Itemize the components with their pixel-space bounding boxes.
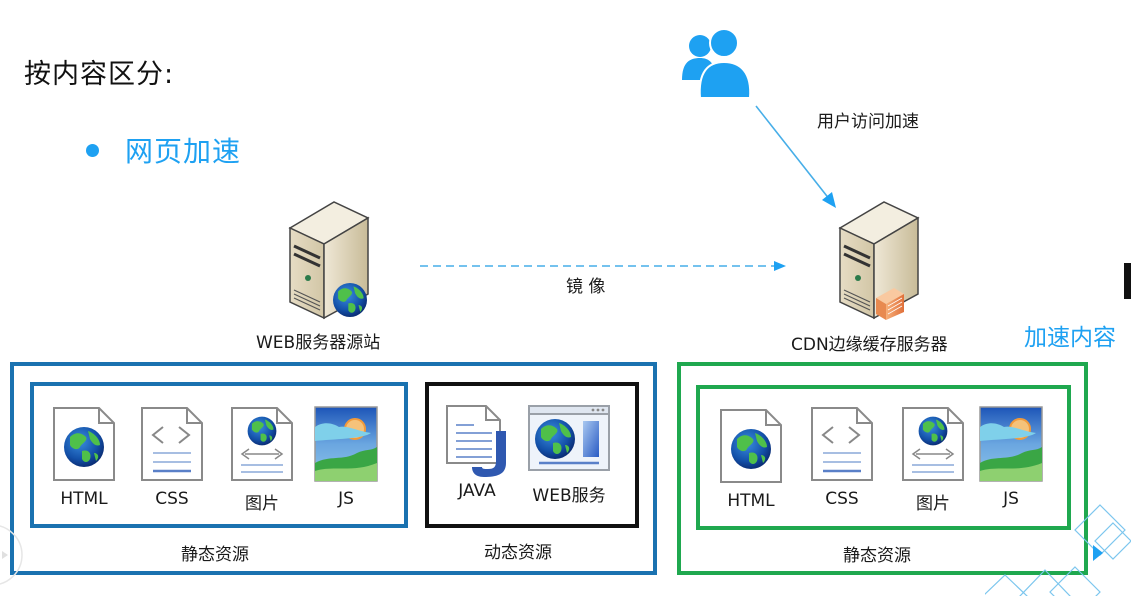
web-service-icon [528,405,610,471]
cdn-static-caption: 静态资源 [843,546,911,566]
user-access-label: 用户访问加速 [817,112,919,132]
mirror-label: 镜 像 [566,277,606,297]
origin-static-box [30,382,408,528]
origin-static-caption: 静态资源 [181,545,249,565]
image-file-item: 图片 [222,405,302,514]
bullet-text: 网页加速 [125,135,242,168]
css-file-item: CSS [132,405,212,509]
java-label: JAVA [458,481,496,501]
java-file-item: JAVA [437,403,517,501]
origin-dynamic-box [425,382,639,528]
css-file-icon [141,407,203,481]
firewall-icon [876,288,904,320]
cdn-html-file-item: HTML [711,407,791,511]
css-label: CSS [155,489,189,509]
cdn-html-label: HTML [727,491,775,511]
image-file-icon [231,407,293,481]
origin-dynamic-caption: 动态资源 [484,543,552,563]
decorative-circle [0,525,23,585]
users-icon [682,28,752,99]
html-file-icon [720,409,782,483]
landscape-image-icon [979,406,1043,482]
section-heading: 按内容区分: [24,59,175,90]
decorative-diamond-pattern [985,504,1131,596]
origin-resources-box [10,362,657,575]
cdn-css-label: CSS [825,489,859,509]
cdn-js-label: JS [1003,489,1019,509]
landscape-image-icon [314,406,378,482]
mirror-arrow [420,261,786,271]
css-file-icon [811,407,873,481]
bullet-dot-icon [86,143,99,157]
java-file-icon [446,405,506,477]
accelerated-content-label: 加速内容 [1024,325,1116,351]
user-to-cdn-arrow [755,105,836,208]
web-service-label: WEB服务 [532,486,606,506]
cdn-server-icon [838,201,920,320]
js-file-item: JS [306,405,386,509]
cdn-css-file-item: CSS [802,405,882,509]
image-label: 图片 [245,494,279,514]
html-label: HTML [60,489,108,509]
bullet-item-web-acceleration: 网页加速 [86,130,241,170]
js-label: JS [338,489,354,509]
cdn-resources-box [677,362,1088,575]
side-bar-marker [1124,263,1131,299]
cdn-static-box [696,385,1071,530]
html-file-icon [53,407,115,481]
origin-server-icon [288,201,370,320]
cdn-js-file-item: JS [971,405,1051,509]
cdn-image-file-item: 图片 [893,405,973,514]
cdn-server-label: CDN边缘缓存服务器 [791,335,948,355]
image-file-icon [902,407,964,481]
origin-server-label: WEB服务器源站 [256,333,381,353]
web-service-item: WEB服务 [527,403,611,506]
html-file-item: HTML [44,405,124,509]
cdn-image-label: 图片 [916,494,950,514]
